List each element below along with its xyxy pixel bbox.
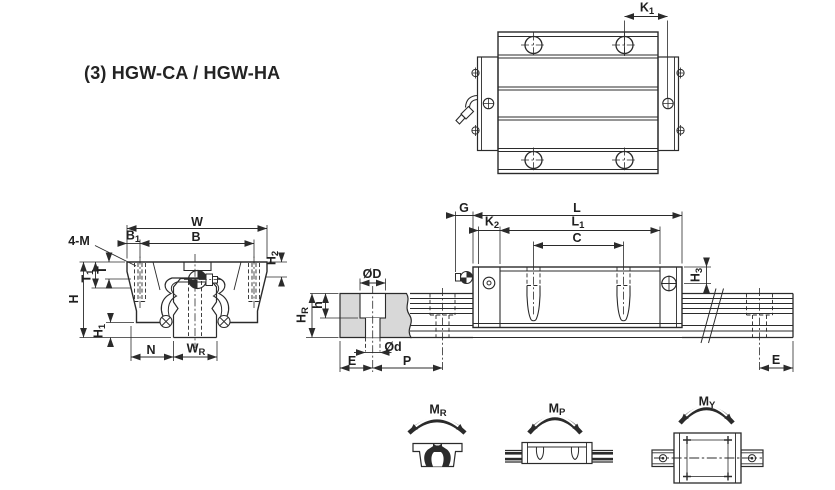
dim-label-h: H	[66, 294, 81, 304]
moment-yaw-diagram	[651, 405, 764, 484]
dim-label-g: G	[459, 200, 469, 215]
moment-label-pitch: MP	[548, 401, 566, 418]
moment-label-yaw: MY	[698, 394, 716, 411]
moment-roll-diagram	[407, 417, 467, 468]
dim-label-h1: H1	[91, 323, 109, 339]
dim-label-t: T	[94, 266, 109, 274]
label-4m: 4-M	[68, 233, 90, 248]
page-title: (3) HGW-CA / HGW-HA	[84, 63, 281, 83]
dim-label-t1: T1	[79, 269, 97, 283]
dim-label-od-small: Ød	[384, 339, 402, 354]
dim-label-l1: L1	[571, 214, 585, 231]
dim-label-k1: K1	[639, 0, 655, 17]
dim-label-wr: WR	[186, 341, 206, 358]
dim-label-b1: B1	[125, 228, 141, 245]
dim-label-od: ØD	[362, 266, 382, 281]
dim-label-b: B	[191, 229, 201, 244]
dim-label-e-rail-end: E	[771, 352, 781, 367]
dim-label-n: N	[146, 342, 156, 357]
dim-label-hr: HR	[294, 307, 312, 323]
dim-label-p: P	[402, 353, 412, 368]
moment-label-roll: MR	[429, 402, 447, 419]
dim-label-k2: K2	[484, 214, 500, 231]
moment-pitch-diagram	[505, 415, 613, 465]
dim-label-w: W	[191, 214, 203, 229]
dim-label-h2: H2	[264, 250, 282, 266]
side-view-drawing	[306, 211, 794, 372]
dim-label-h3: H3	[688, 267, 706, 283]
dim-label-c: C	[572, 230, 582, 245]
top-view-drawing	[455, 13, 685, 175]
front-view-drawing	[79, 225, 287, 361]
dim-label-h-depth: h	[310, 301, 325, 309]
dim-label-e-section: E	[347, 353, 357, 368]
dim-label-l: L	[573, 200, 581, 215]
